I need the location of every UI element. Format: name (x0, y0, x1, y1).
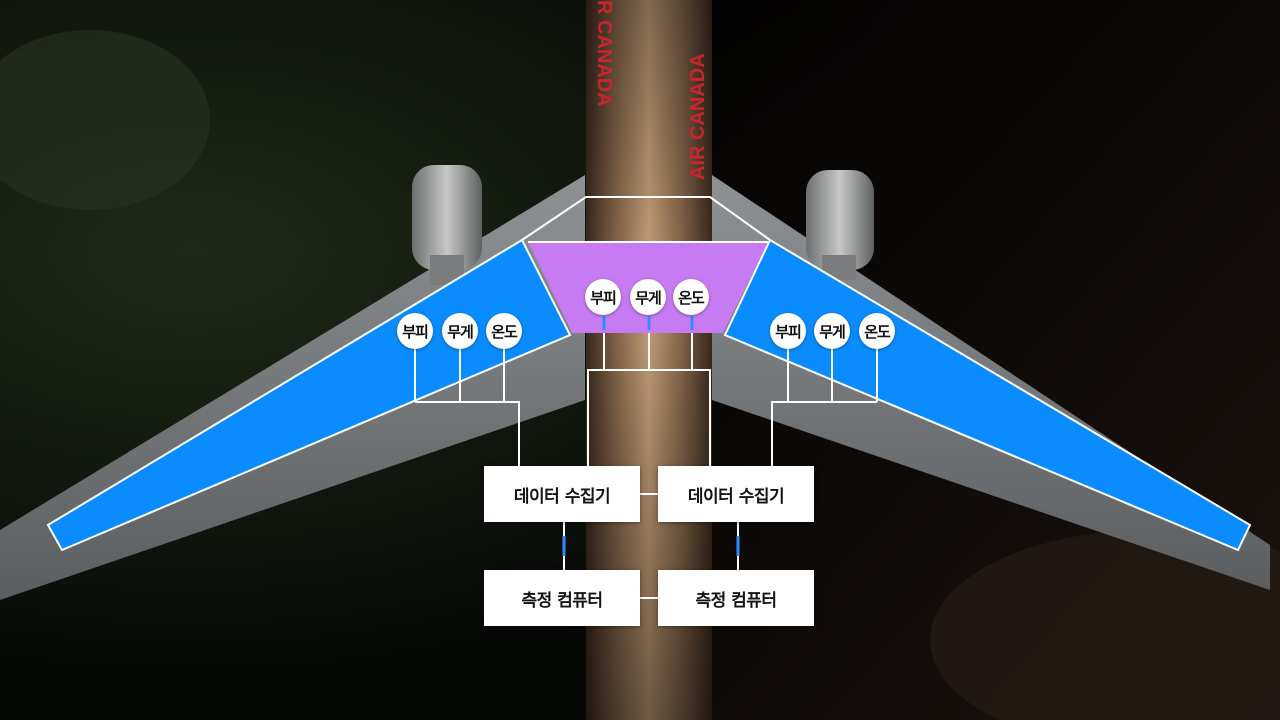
right-engine (806, 170, 874, 280)
left-weight-sensor[interactable]: 무게 (442, 313, 478, 349)
center-weight-sensor[interactable]: 무게 (630, 279, 666, 315)
terrain-patch (930, 530, 1280, 720)
left-data-collector[interactable]: 데이터 수집기 (484, 466, 640, 522)
right-buoyancy-sensor[interactable]: 부피 (770, 313, 806, 349)
terrain-patch (0, 30, 210, 210)
left-temperature-sensor[interactable]: 온도 (486, 313, 522, 349)
center-box-outline (521, 196, 771, 241)
right-measurement-computer[interactable]: 측정 컴퓨터 (658, 570, 814, 626)
left-measurement-computer[interactable]: 측정 컴퓨터 (484, 570, 640, 626)
center-buoyancy-sensor[interactable]: 부피 (585, 279, 621, 315)
right-wing-tank (723, 238, 1252, 552)
right-weight-sensor[interactable]: 무게 (814, 313, 850, 349)
fuselage-text-left: AIR CANADA (593, 0, 615, 107)
center-temperature-sensor[interactable]: 온도 (673, 279, 709, 315)
left-buoyancy-sensor[interactable]: 부피 (397, 313, 433, 349)
left-engine (412, 165, 482, 285)
left-wing-tank (46, 238, 572, 552)
connection-lines (414, 333, 878, 599)
right-data-collector[interactable]: 데이터 수집기 (658, 466, 814, 522)
signal-indicators (562, 316, 740, 556)
fuselage-text-right: AIR CANADA (687, 53, 709, 180)
right-temperature-sensor[interactable]: 온도 (859, 313, 895, 349)
